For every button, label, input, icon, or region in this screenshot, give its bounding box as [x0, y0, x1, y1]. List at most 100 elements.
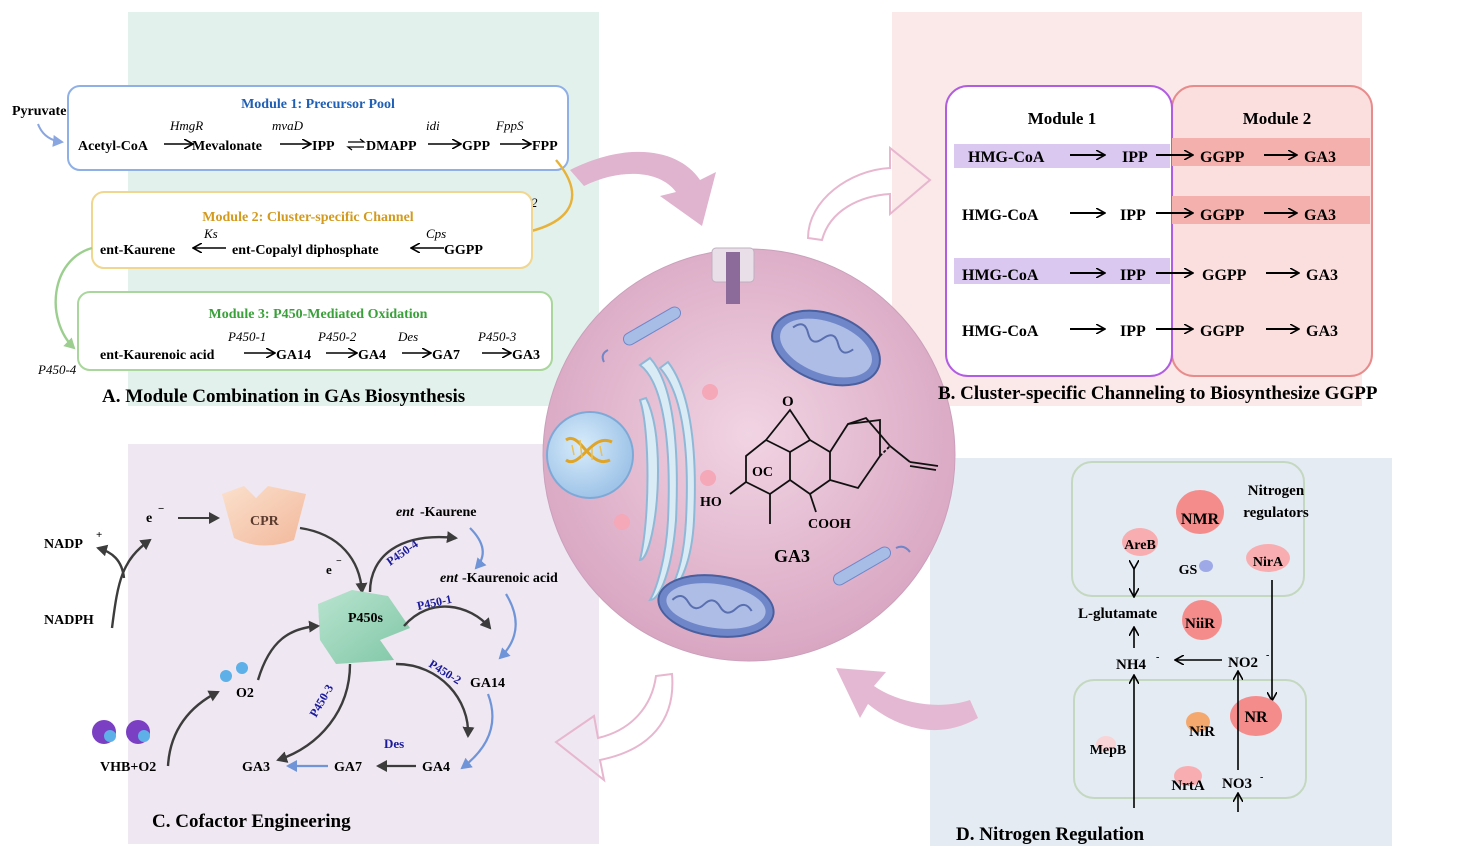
electron-superscript-2: −: [336, 556, 342, 567]
ga7-label: GA7: [334, 760, 362, 775]
nmr-label: NMR: [1181, 511, 1220, 528]
module-3-title: Module 3: P450-Mediated Oxidation: [209, 307, 428, 322]
ent-kaurene-node: ent-Kaurene: [100, 243, 175, 258]
row-2-ggpp: GGPP: [1200, 207, 1245, 224]
ga3-oc-label: OC: [752, 465, 773, 480]
arrow-d-to-cell: [836, 668, 978, 731]
gs-label: GS: [1179, 563, 1198, 578]
fpps-enzyme: FppS: [495, 118, 524, 133]
panel-a: Pyruvate Module 1: Precursor Pool Acetyl…: [12, 85, 574, 407]
row-2-ipp: IPP: [1120, 207, 1146, 224]
p450-1-enzyme: P450-1: [227, 329, 266, 344]
no3-superscript: -: [1260, 772, 1263, 783]
row-3-ggpp: GGPP: [1202, 267, 1247, 284]
channel-row-3: HMG-CoA IPP GGPP GA3: [962, 267, 1338, 284]
channel-row-1: HMG-CoA IPP GGPP GA3: [968, 149, 1336, 166]
electron-superscript: −: [158, 503, 164, 515]
electron-label: e: [146, 511, 152, 526]
hmgr-enzyme: HmgR: [169, 118, 203, 133]
gpp-node: GPP: [462, 139, 490, 154]
vhb-label: VHB+O2: [100, 760, 156, 775]
niir-label: NiiR: [1185, 616, 1215, 632]
nucleus-icon: [546, 411, 634, 499]
vesicle-icon: [700, 470, 716, 486]
ga3-node: GA3: [512, 348, 540, 363]
panel-b-module-2-title: Module 2: [1243, 109, 1311, 128]
row-1-ga3: GA3: [1304, 149, 1336, 166]
row-4-ga3: GA3: [1306, 323, 1338, 340]
nh4-superscript: -: [1156, 652, 1159, 663]
p450-2-enzyme: P450-2: [317, 329, 357, 344]
transporter-icon: [832, 545, 911, 586]
nir-blob: [1186, 712, 1210, 732]
row-3-hmgcoa: HMG-CoA: [962, 267, 1039, 284]
panel-c-caption: C. Cofactor Engineering: [152, 811, 351, 832]
panel-c: e − NADP + NADPH CPR e − P450s ent -Kaur…: [44, 486, 558, 832]
row-1-ipp: IPP: [1122, 149, 1148, 166]
kaurenoic-prefix: ent: [440, 571, 459, 586]
nira-blob: [1246, 544, 1290, 572]
nadph-label: NADPH: [44, 613, 94, 628]
areb-label: AreB: [1124, 538, 1156, 553]
ga14-node: GA14: [276, 348, 311, 363]
row-2-hmgcoa: HMG-CoA: [962, 207, 1039, 224]
nira-label: NirA: [1253, 555, 1284, 570]
ga4-node: GA4: [358, 348, 386, 363]
arrow-cell-to-c: [554, 672, 674, 783]
row-1-ggpp: GGPP: [1200, 149, 1245, 166]
ga14-label: GA14: [470, 676, 505, 691]
no2-superscript: -: [1266, 650, 1269, 661]
endoplasmic-reticulum-icon: [638, 356, 696, 602]
vhb-icon: [92, 720, 150, 744]
panel-d-caption: D. Nitrogen Regulation: [956, 824, 1144, 845]
no2-label: NO2: [1228, 655, 1258, 671]
ga7-node: GA7: [432, 348, 460, 363]
areb-blob: [1122, 528, 1158, 556]
p450s-label: P450s: [348, 611, 384, 626]
idi-enzyme: idi: [426, 118, 440, 133]
module-3-box: [77, 291, 553, 371]
oxygen-icon: [236, 662, 248, 674]
regulators-label-2: regulators: [1243, 505, 1309, 521]
panel-a-caption: A. Module Combination in GAs Biosynthesi…: [102, 386, 465, 407]
ga3-structure: [729, 408, 939, 524]
ga3-title: GA3: [774, 546, 810, 566]
module-1-box: [67, 85, 569, 171]
channel-row-4: HMG-CoA IPP GGPP GA3: [962, 323, 1338, 340]
panel-b-caption: B. Cluster-specific Channeling to Biosyn…: [938, 383, 1378, 404]
mepb-label: MepB: [1090, 743, 1127, 758]
ks-enzyme: Ks: [203, 226, 218, 241]
kaurenoic-label: -Kaurenoic acid: [462, 571, 558, 586]
des-label: Des: [384, 736, 404, 751]
nmr-blob: [1176, 490, 1224, 534]
membrane-channel-icon: [711, 247, 755, 304]
vesicle-icon: [614, 514, 630, 530]
panel-b-module-1-title: Module 1: [1028, 109, 1096, 128]
ggpp-node: GGPP: [444, 243, 483, 258]
row-3-ipp: IPP: [1120, 267, 1146, 284]
arrow-cell-to-b: [806, 145, 932, 242]
kaurene-prefix: ent: [396, 505, 415, 520]
nadp-label: NADP: [44, 537, 83, 552]
row-4-ggpp: GGPP: [1200, 323, 1245, 340]
module-1-title: Module 1: Precursor Pool: [241, 97, 395, 112]
fpp-node: FPP: [532, 139, 558, 154]
mitochondrion-bottom-icon: [657, 574, 775, 638]
panel-d-background: [930, 458, 1392, 846]
p450-4-link-enzyme: P450-4: [37, 362, 77, 377]
ipp-node: IPP: [312, 139, 335, 154]
dmapp-node: DMAPP: [366, 139, 417, 154]
mitochondrion-top-icon: [771, 309, 881, 387]
nr-label: NR: [1244, 709, 1268, 726]
nadp-superscript: +: [96, 529, 102, 541]
central-cell: O OC HO COOH GA3: [542, 247, 956, 662]
mevalonate-node: Mevalonate: [192, 139, 262, 154]
mepb-blob: [1096, 736, 1116, 752]
gs-blob: [1199, 560, 1213, 572]
ga4-label: GA4: [422, 760, 450, 775]
p450s-enzyme-icon: [318, 590, 410, 664]
niir-blob: [1182, 600, 1222, 640]
module-2-box: [91, 191, 533, 269]
nh4-label: NH4: [1116, 657, 1147, 673]
